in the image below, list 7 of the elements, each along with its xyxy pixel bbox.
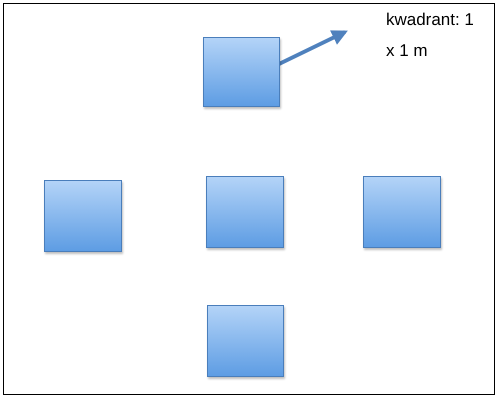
quadrat-square [203,37,280,107]
quadrat-square [363,176,441,248]
quadrat-label: kwadrant: 1 x 1 m [386,4,486,66]
quadrat-square [207,305,284,377]
quadrat-square [44,180,122,252]
quadrat-square [206,176,284,248]
arrow [278,30,348,66]
